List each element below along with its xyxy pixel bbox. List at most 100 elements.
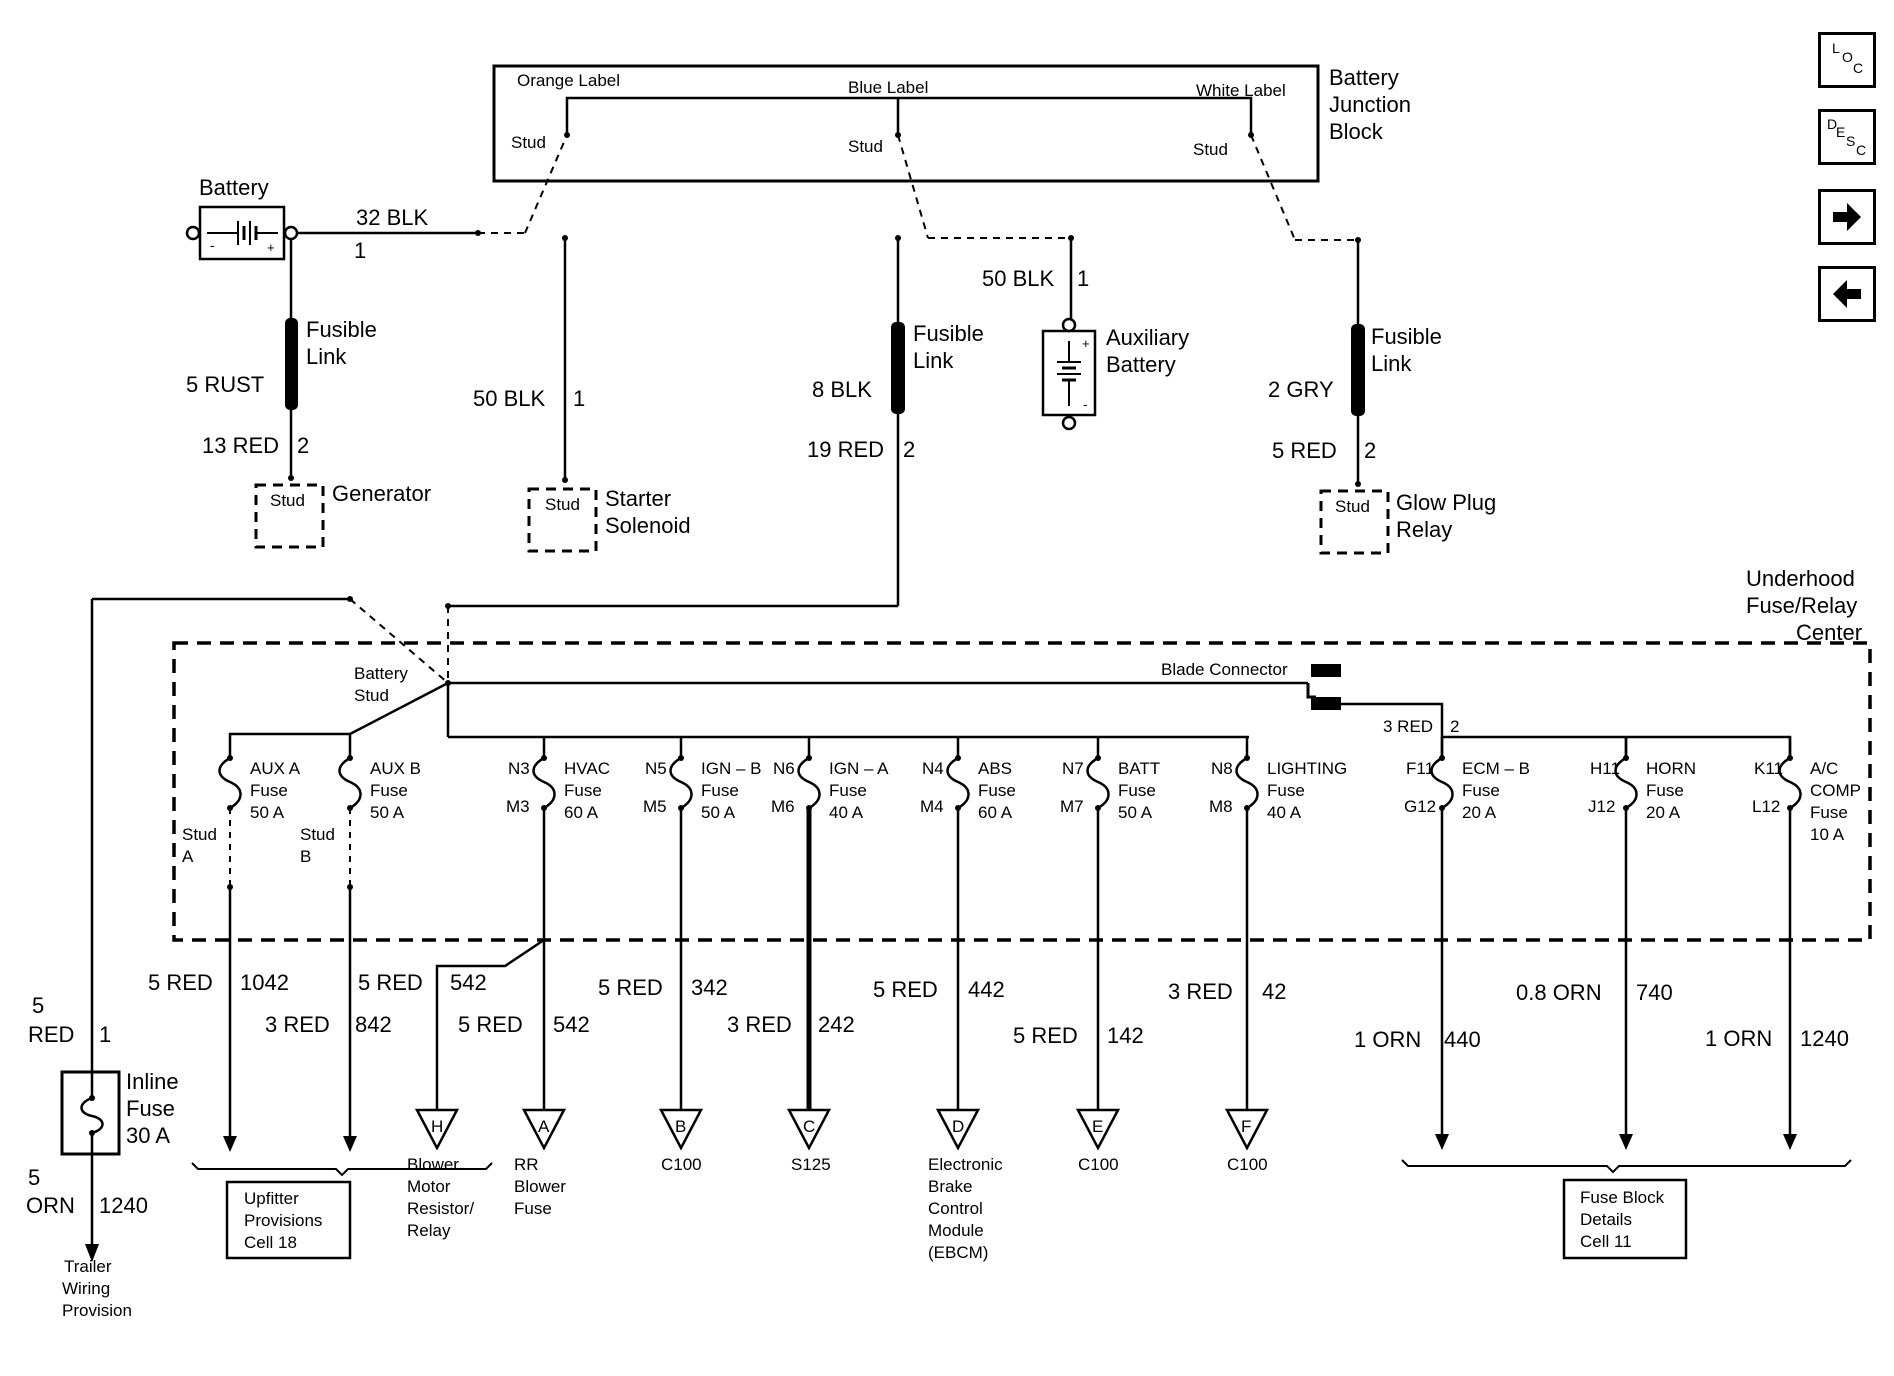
svg-text:-: -	[1083, 396, 1088, 412]
starter-label-1: Starter	[605, 486, 671, 511]
arrow-fuseblock-1	[1619, 1134, 1633, 1150]
starter-wire: 50 BLK	[473, 386, 545, 411]
junction-title-1: Battery	[1329, 65, 1399, 90]
connector-layer: HBlowerMotorResistor/RelayARRBlowerFuseB…	[407, 1108, 1270, 1262]
wire-circuit-242: 242	[818, 1012, 855, 1037]
fuse-lighting-pin-bottom: M8	[1209, 797, 1233, 816]
description-button[interactable]: D E S C	[1818, 109, 1876, 165]
inline-top-gauge-1: 5	[32, 993, 44, 1018]
connector-letter-b: B	[675, 1117, 686, 1136]
gen-fusible-2: Link	[306, 344, 347, 369]
fuse-ac-comp-label-2: Fuse	[1810, 803, 1848, 822]
stud-white: Stud	[1193, 140, 1228, 159]
fuse-hvac-pin-top: N3	[508, 759, 530, 778]
fuse-batt-pin-top: N7	[1062, 759, 1084, 778]
wire-gauge-442: 5 RED	[873, 977, 938, 1002]
gen-wire-bottom: 13 RED	[202, 433, 279, 458]
gen-stud: Stud	[270, 491, 305, 510]
fuse-ign-a-label-0: IGN – A	[829, 759, 889, 778]
glow-pin: 2	[1364, 438, 1376, 463]
inline-fuse: 5 RED 1 Inline Fuse 30 A 5 ORN 1240 Trai…	[26, 599, 179, 1320]
gen-fusible-1: Fusible	[306, 317, 377, 342]
battery: Battery - + 32 BLK 1	[185, 134, 568, 263]
connector-h-dest-2: Resistor/	[407, 1199, 474, 1218]
fuse-horn-pin-top: H11	[1590, 759, 1620, 778]
fuse-abs-label-2: 60 A	[978, 803, 1013, 822]
desc-s: S	[1846, 133, 1856, 149]
fuse-abs-pin-top: N4	[922, 759, 944, 778]
arrow-1042	[223, 1136, 237, 1152]
fuse-ecm-b-pin-top: F11	[1406, 759, 1434, 778]
svg-text:+: +	[1082, 336, 1090, 351]
glow-fusible-2: Link	[1371, 351, 1412, 376]
fuse-lighting-label-2: 40 A	[1267, 803, 1302, 822]
connector-triangle-h	[414, 1108, 460, 1151]
fuse-ign-b-label-1: Fuse	[701, 781, 739, 800]
battery-stud-2: Stud	[354, 686, 389, 705]
aux-batt-label-1: Auxiliary	[1106, 325, 1189, 350]
fuse-symbol-ac-comp	[1778, 756, 1802, 810]
wire-circuit-1240-right: 1240	[1800, 1026, 1849, 1051]
svg-text:+: +	[267, 240, 275, 255]
underhood-title-2: Fuse/Relay	[1746, 593, 1857, 618]
gen-wire-top: 5 RUST	[186, 372, 264, 397]
underhood-title-1: Underhood	[1746, 566, 1855, 591]
wire-gauge-842: 3 RED	[265, 1012, 330, 1037]
blade-pin: 2	[1450, 717, 1459, 736]
fuse-ecm-b-label-1: Fuse	[1462, 781, 1500, 800]
wire-circuit-842: 842	[355, 1012, 392, 1037]
connector-letter-c: C	[803, 1117, 815, 1136]
loc-o: O	[1842, 49, 1853, 65]
fuse-symbol-hvac	[532, 756, 556, 810]
fuse-hvac-label-2: 60 A	[564, 803, 599, 822]
glow-label-2: Relay	[1396, 517, 1452, 542]
stud-blue: Stud	[848, 137, 883, 156]
fuse-symbol-aux-b	[338, 756, 362, 810]
fuse-batt-label-1: Fuse	[1118, 781, 1156, 800]
fuse-aux-a-label-0: AUX A	[250, 759, 301, 778]
wire-gauge-542-top: 5 RED	[358, 970, 423, 995]
previous-page-button[interactable]	[1818, 266, 1876, 322]
location-button[interactable]: L O C	[1818, 32, 1876, 88]
fuse-batt-pin-bottom: M7	[1060, 797, 1084, 816]
connector-letter-h: H	[431, 1117, 443, 1136]
center-fusible-1: Fusible	[913, 321, 984, 346]
fuse-horn-label-2: 20 A	[1646, 803, 1681, 822]
next-arrow-icon	[1833, 203, 1861, 231]
fusible-link-glow	[1351, 324, 1365, 416]
wire-gauge-242: 3 RED	[727, 1012, 792, 1037]
battery-terminal-pos	[283, 225, 299, 241]
fuse-ac-comp-label-0: A/C	[1810, 759, 1838, 778]
fuse-aux-b-label-2: 50 A	[370, 803, 405, 822]
connector-e-dest-0: C100	[1078, 1155, 1119, 1174]
fuse-ac-comp-label-3: 10 A	[1810, 825, 1845, 844]
connector-triangle-e	[1075, 1108, 1121, 1151]
glow-fusible-1: Fusible	[1371, 324, 1442, 349]
inline-bottom-circuit: 1240	[99, 1193, 148, 1218]
fuse-aux-a-label-1: Fuse	[250, 781, 288, 800]
upfitter-1: Upfitter	[244, 1189, 299, 1208]
fuse-block-ref-2: Details	[1580, 1210, 1632, 1229]
prev-arrow-icon	[1833, 280, 1861, 308]
stud-b-2: B	[300, 847, 311, 866]
wire-gauge-1240-right: 1 ORN	[1705, 1026, 1772, 1051]
fuse-ecm-b-label-0: ECM – B	[1462, 759, 1530, 778]
glow-stud: Stud	[1335, 497, 1370, 516]
fuse-lighting-pin-top: N8	[1211, 759, 1233, 778]
wire-circuit-1042: 1042	[240, 970, 289, 995]
starter-branch: 50 BLK 1 Stud Starter Solenoid	[473, 235, 691, 553]
next-page-button[interactable]	[1818, 189, 1876, 245]
inline-label-3: 30 A	[126, 1123, 170, 1148]
wire-gauge-740: 0.8 ORN	[1516, 980, 1602, 1005]
battery-terminal-neg	[185, 225, 201, 241]
auxiliary-battery: 50 BLK 1 + - Auxiliary Battery	[982, 235, 1189, 431]
connector-c-dest-0: S125	[791, 1155, 831, 1174]
junction-title-3: Block	[1329, 119, 1384, 144]
blade-connector-label: Blade Connector	[1161, 660, 1288, 679]
fuse-abs-label-0: ABS	[978, 759, 1012, 778]
